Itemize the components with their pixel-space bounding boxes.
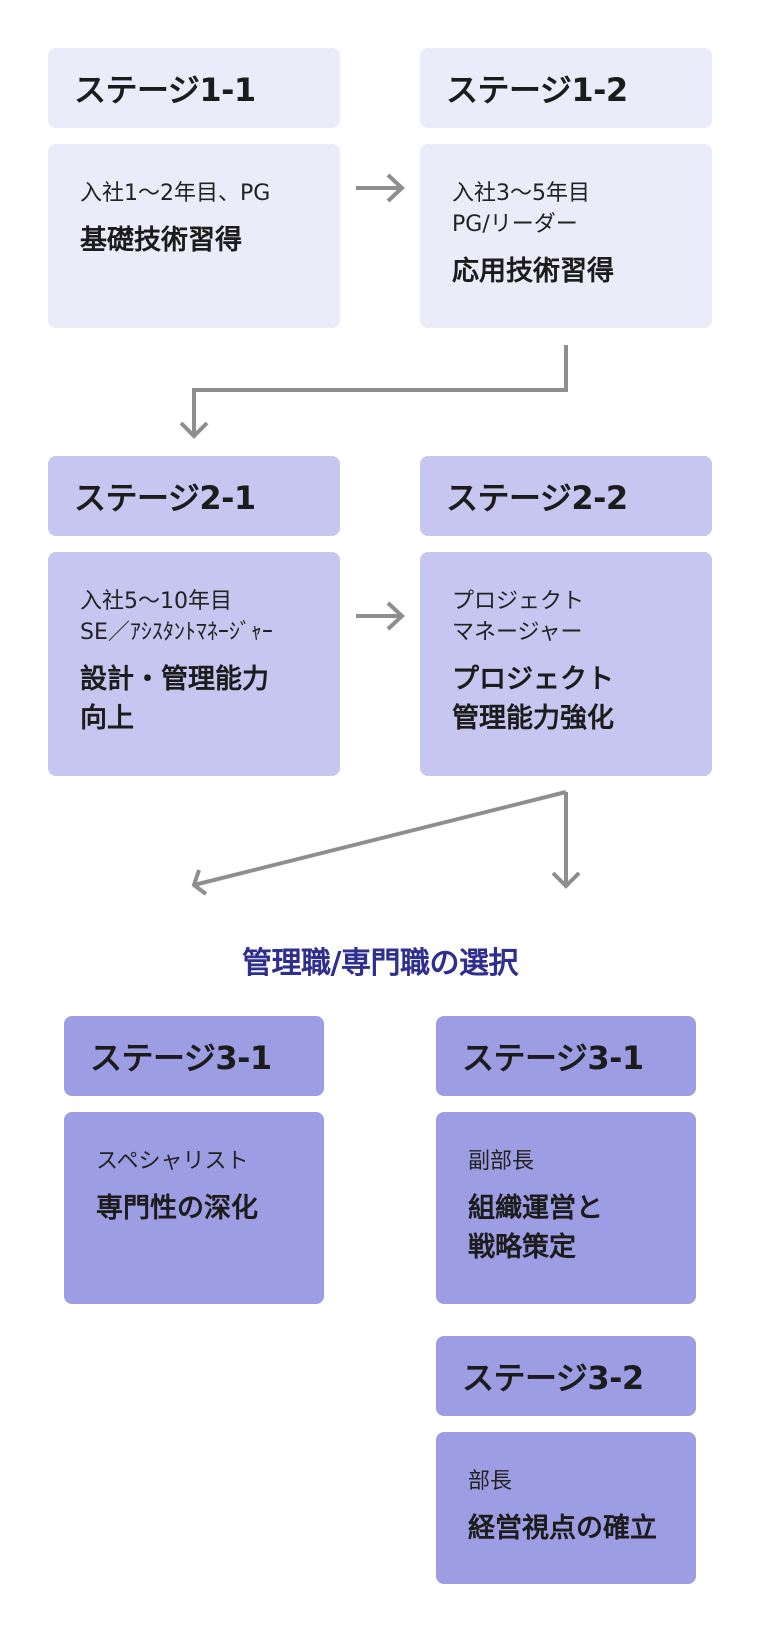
arrow-2-2-to-specialist: [191, 790, 567, 896]
stage-1-1-card: 入社1〜2年目、PG 基礎技術習得: [48, 144, 340, 328]
stage-3-1-specialist-title: ステージ3-1: [90, 1039, 272, 1077]
stage-3-1-manager-role: 副部長: [468, 1149, 535, 1174]
stage-2-1-focus: 設計・管理能力 向上: [80, 664, 269, 734]
arrow-1-2-to-2-1: [179, 345, 568, 439]
stage-1-2-role: 入社3〜5年目 PG/リーダー: [452, 181, 590, 237]
stage-2-1-header: ステージ2-1: [48, 456, 340, 536]
stage-1-2-card: 入社3〜5年目 PG/リーダー 応用技術習得: [420, 144, 712, 328]
stage-3-2-focus: 経営視点の確立: [468, 1513, 657, 1544]
section-title: 管理職/専門職の選択: [242, 946, 518, 981]
stage-2-2-card: プロジェクト マネージャー プロジェクト 管理能力強化: [420, 552, 712, 776]
stage-3-1-specialist-role: スペシャリスト: [96, 1149, 249, 1174]
stage-3-2-card: 部長 経営視点の確立: [436, 1432, 696, 1584]
stage-2-1-role: 入社5〜10年目 SE／ｱｼｽﾀﾝﾄﾏﾈｰｼﾞｬｰ: [80, 589, 273, 645]
stage-3-1-specialist-focus: 専門性の深化: [96, 1193, 258, 1224]
stage-2-1-card: 入社5〜10年目 SE／ｱｼｽﾀﾝﾄﾏﾈｰｼﾞｬｰ 設計・管理能力 向上: [48, 552, 340, 776]
stage-1-2-focus: 応用技術習得: [452, 256, 614, 287]
stage-2-2-title: ステージ2-2: [446, 479, 628, 517]
stage-3-2-role: 部長: [468, 1469, 513, 1494]
stage-2-2-role: プロジェクト マネージャー: [452, 589, 585, 645]
stage-3-1-specialist-card: スペシャリスト 専門性の深化: [64, 1112, 324, 1304]
arrow-2-1-to-2-2: [356, 601, 405, 631]
stage-2-1-title: ステージ2-1: [74, 479, 256, 517]
stage-3-1-manager-card: 副部長 組織運営と 戦略策定: [436, 1112, 696, 1304]
stage-3-1-specialist-header: ステージ3-1: [64, 1016, 324, 1096]
stage-3-1-manager-focus: 組織運営と 戦略策定: [468, 1193, 603, 1263]
stage-2-2-focus: プロジェクト 管理能力強化: [452, 664, 614, 734]
stage-1-2-header: ステージ1-2: [420, 48, 712, 128]
stage-1-1-title: ステージ1-1: [74, 71, 256, 109]
stage-1-1-focus: 基礎技術習得: [80, 225, 242, 256]
stage-3-2-title: ステージ3-2: [462, 1359, 644, 1397]
stage-1-1-header: ステージ1-1: [48, 48, 340, 128]
arrow-1-1-to-1-2: [356, 173, 405, 203]
stage-2-2-header: ステージ2-2: [420, 456, 712, 536]
stage-3-1-manager-header: ステージ3-1: [436, 1016, 696, 1096]
stage-1-1-role: 入社1〜2年目、PG: [80, 181, 271, 206]
stage-1-2-title: ステージ1-2: [446, 71, 628, 109]
stage-3-2-header: ステージ3-2: [436, 1336, 696, 1416]
stage-3-1-manager-title: ステージ3-1: [462, 1039, 644, 1077]
arrow-2-2-to-manager: [551, 792, 581, 889]
